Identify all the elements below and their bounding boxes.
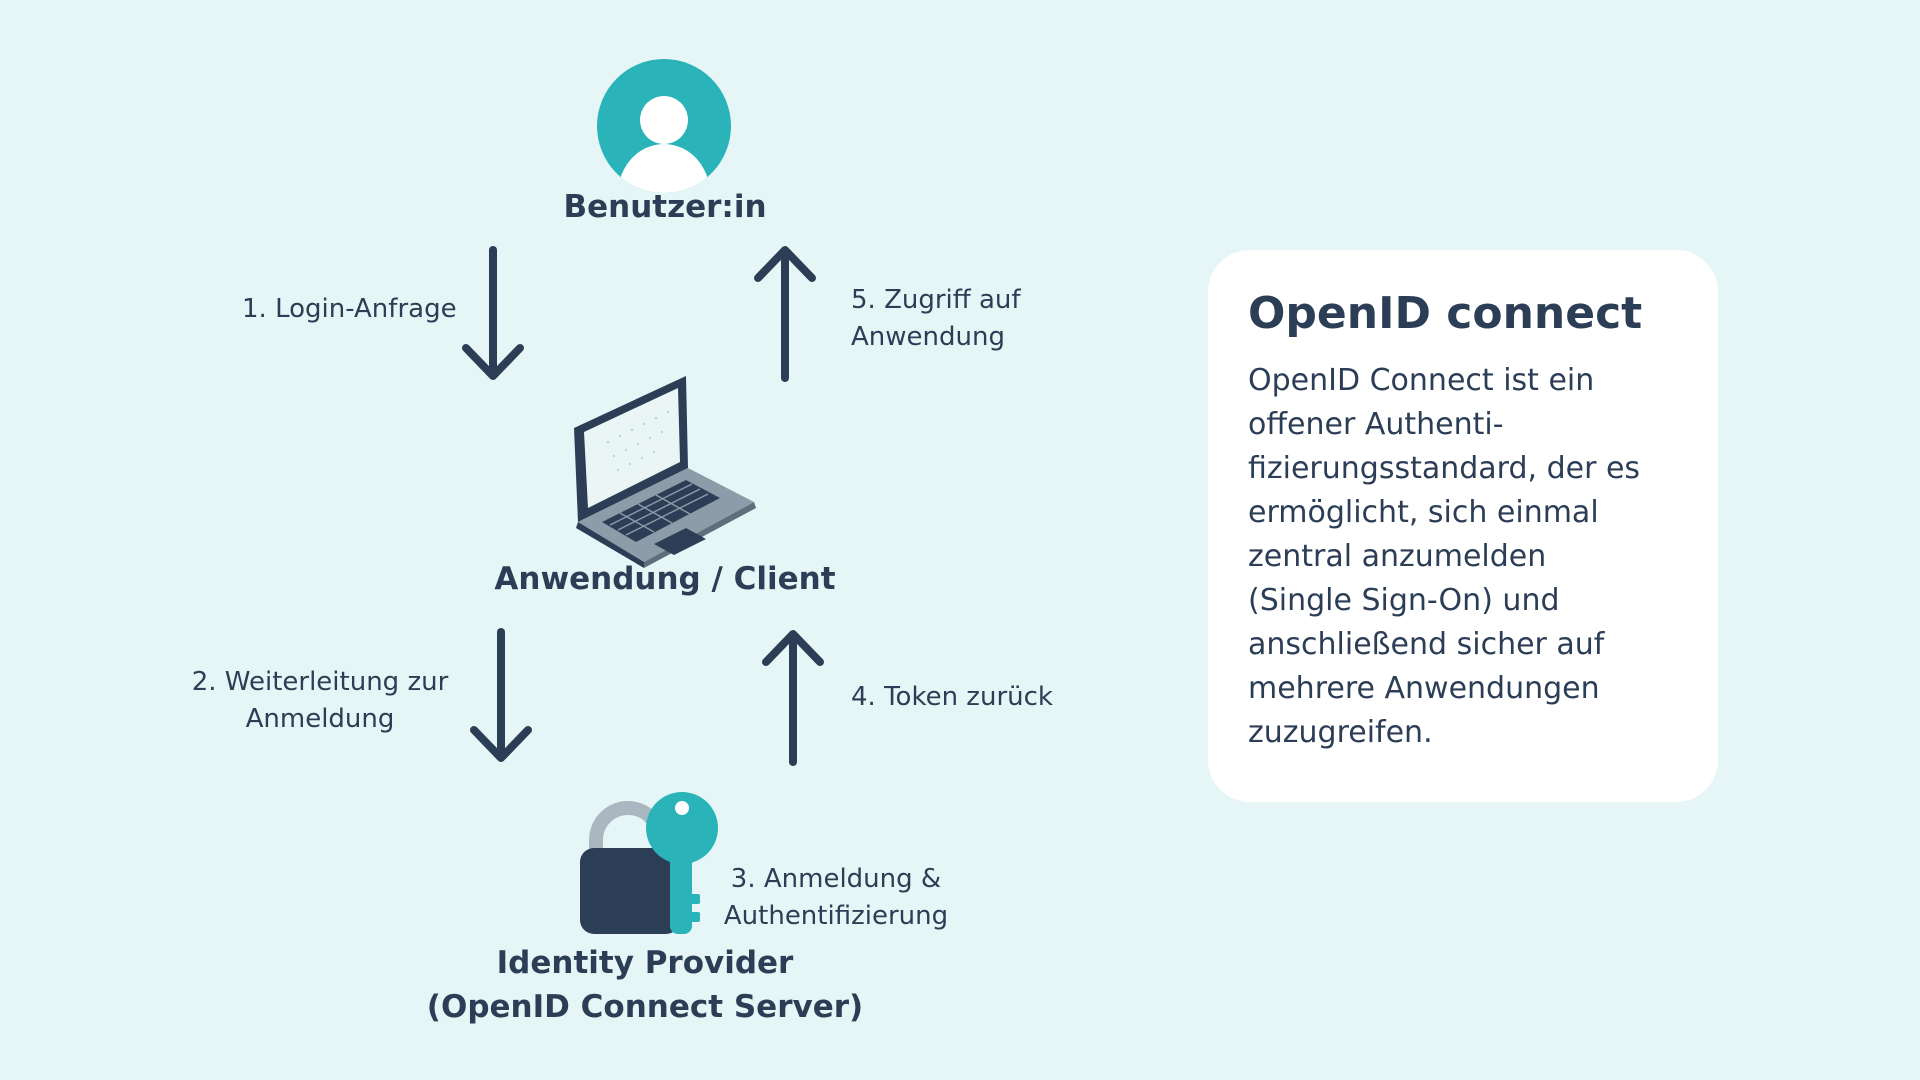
user-avatar-icon bbox=[597, 59, 731, 193]
step-2-line-1: 2. Weiterleitung zur bbox=[191, 667, 449, 697]
info-card-line: offener Authenti- bbox=[1248, 407, 1504, 442]
info-card-line: OpenID Connect ist ein bbox=[1248, 363, 1595, 398]
info-card-line: ermöglicht, sich einmal bbox=[1248, 495, 1599, 530]
provider-label-line-1: Identity Provider bbox=[496, 945, 794, 981]
padlock-key-icon bbox=[580, 792, 718, 934]
arrow-redirect-login bbox=[470, 628, 532, 762]
info-card-line: (Single Sign-On) und bbox=[1248, 583, 1560, 618]
step-2-label: 2. Weiterleitung zur Anmeldung bbox=[180, 664, 460, 738]
info-card-body: OpenID Connect ist ein offener Authenti-… bbox=[1248, 359, 1718, 755]
info-card-line: zuzugreifen. bbox=[1248, 715, 1433, 750]
provider-label-line-2: (OpenID Connect Server) bbox=[426, 989, 864, 1025]
step-3-line-2: Authentifizierung bbox=[723, 901, 949, 931]
step-3-label: 3. Anmeldung & Authentifizierung bbox=[716, 861, 956, 935]
step-4-label: 4. Token zurück bbox=[851, 682, 1053, 712]
provider-label: Identity Provider (OpenID Connect Server… bbox=[420, 941, 870, 1029]
step-2-line-2: Anmeldung bbox=[245, 704, 395, 734]
step-5-line-2: Anwendung bbox=[851, 322, 1005, 352]
arrow-token-return bbox=[762, 630, 824, 766]
info-card: OpenID connect OpenID Connect ist ein of… bbox=[1208, 250, 1718, 802]
client-label: Anwendung / Client bbox=[494, 561, 836, 597]
info-card-line: fizierungsstandard, der es bbox=[1248, 451, 1641, 486]
laptop-icon bbox=[574, 376, 756, 568]
step-3-line-1: 3. Anmeldung & bbox=[730, 864, 942, 894]
info-card-title: OpenID connect bbox=[1248, 288, 1643, 339]
arrow-login-request bbox=[462, 246, 524, 380]
user-label: Benutzer:in bbox=[563, 189, 767, 225]
info-card-line: anschließend sicher auf bbox=[1248, 627, 1605, 662]
step-5-line-1: 5. Zugriff auf bbox=[851, 285, 1021, 315]
step-1-label: 1. Login-Anfrage bbox=[242, 294, 457, 324]
info-card-line: zentral anzumelden bbox=[1248, 539, 1547, 574]
info-card-line: mehrere Anwendungen bbox=[1248, 671, 1600, 706]
step-5-label: 5. Zugriff auf Anwendung bbox=[851, 282, 1021, 356]
arrow-access-application bbox=[754, 246, 816, 382]
